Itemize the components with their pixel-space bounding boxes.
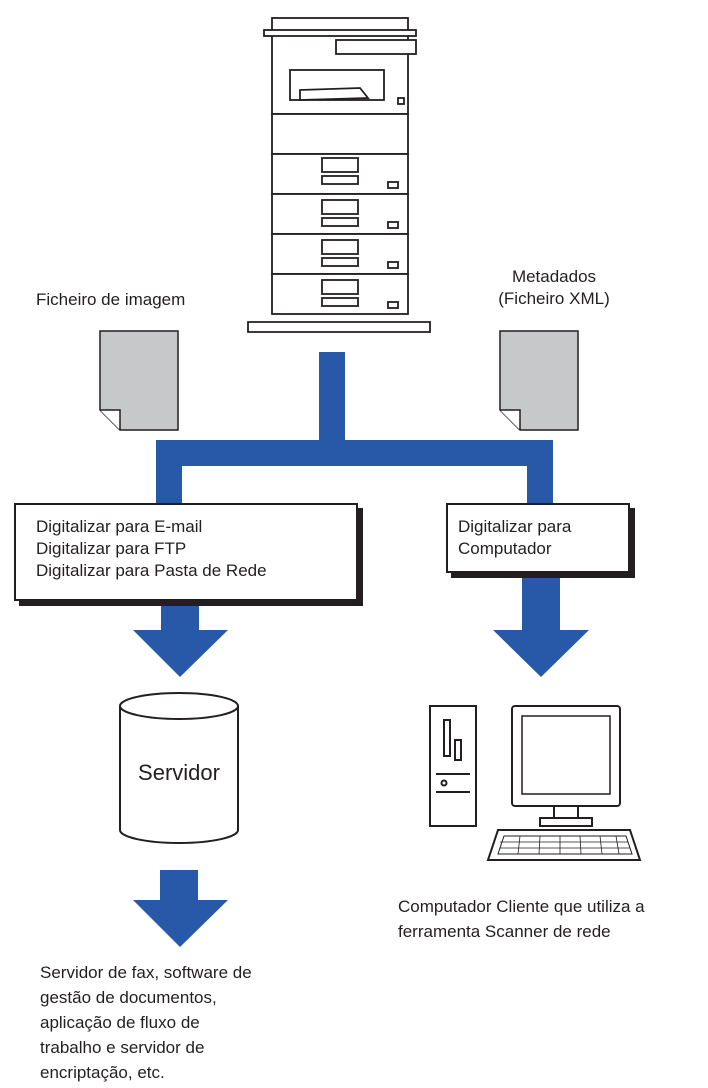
scan-to-computer-line1: Digitalizar para xyxy=(458,517,572,536)
metadata-label-line1: Metadados xyxy=(511,267,597,286)
destination-line: encriptação, etc. xyxy=(40,1063,165,1082)
destination-line: aplicação de fluxo de xyxy=(40,1013,200,1032)
scan-to-computer-line2: Computador xyxy=(458,539,552,558)
scan-to-ftp-text: Digitalizar para FTP xyxy=(36,539,187,558)
server-cylinder-icon xyxy=(119,692,239,844)
metadata-file-icon xyxy=(499,330,579,431)
server-label: Servidor xyxy=(138,760,220,785)
scan-methods-box: Digitalizar para E-mail Digitalizar para… xyxy=(14,503,358,601)
image-file-icon xyxy=(99,330,179,431)
image-file-label: Ficheiro de imagem xyxy=(36,290,186,309)
client-caption-line1: Computador Cliente que utiliza a xyxy=(398,897,645,916)
destination-line: trabalho e servidor de xyxy=(40,1038,205,1057)
destination-line: Servidor de fax, software de xyxy=(40,963,252,982)
client-caption-line2: ferramenta Scanner de rede xyxy=(398,922,611,941)
scan-to-email-text: Digitalizar para E-mail xyxy=(36,517,203,536)
printer-icon xyxy=(247,17,431,333)
destination-line: gestão de documentos, xyxy=(40,988,217,1007)
metadata-label-line2: (Ficheiro XML) xyxy=(498,289,610,308)
scan-to-network-folder-text: Digitalizar para Pasta de Rede xyxy=(36,561,267,580)
scan-to-computer-box: Digitalizar para Computador xyxy=(446,503,630,573)
flow-arrows xyxy=(133,352,589,947)
destination-caption: Servidor de fax, software de gestão de d… xyxy=(40,960,252,1085)
client-computer-icon xyxy=(429,705,642,861)
